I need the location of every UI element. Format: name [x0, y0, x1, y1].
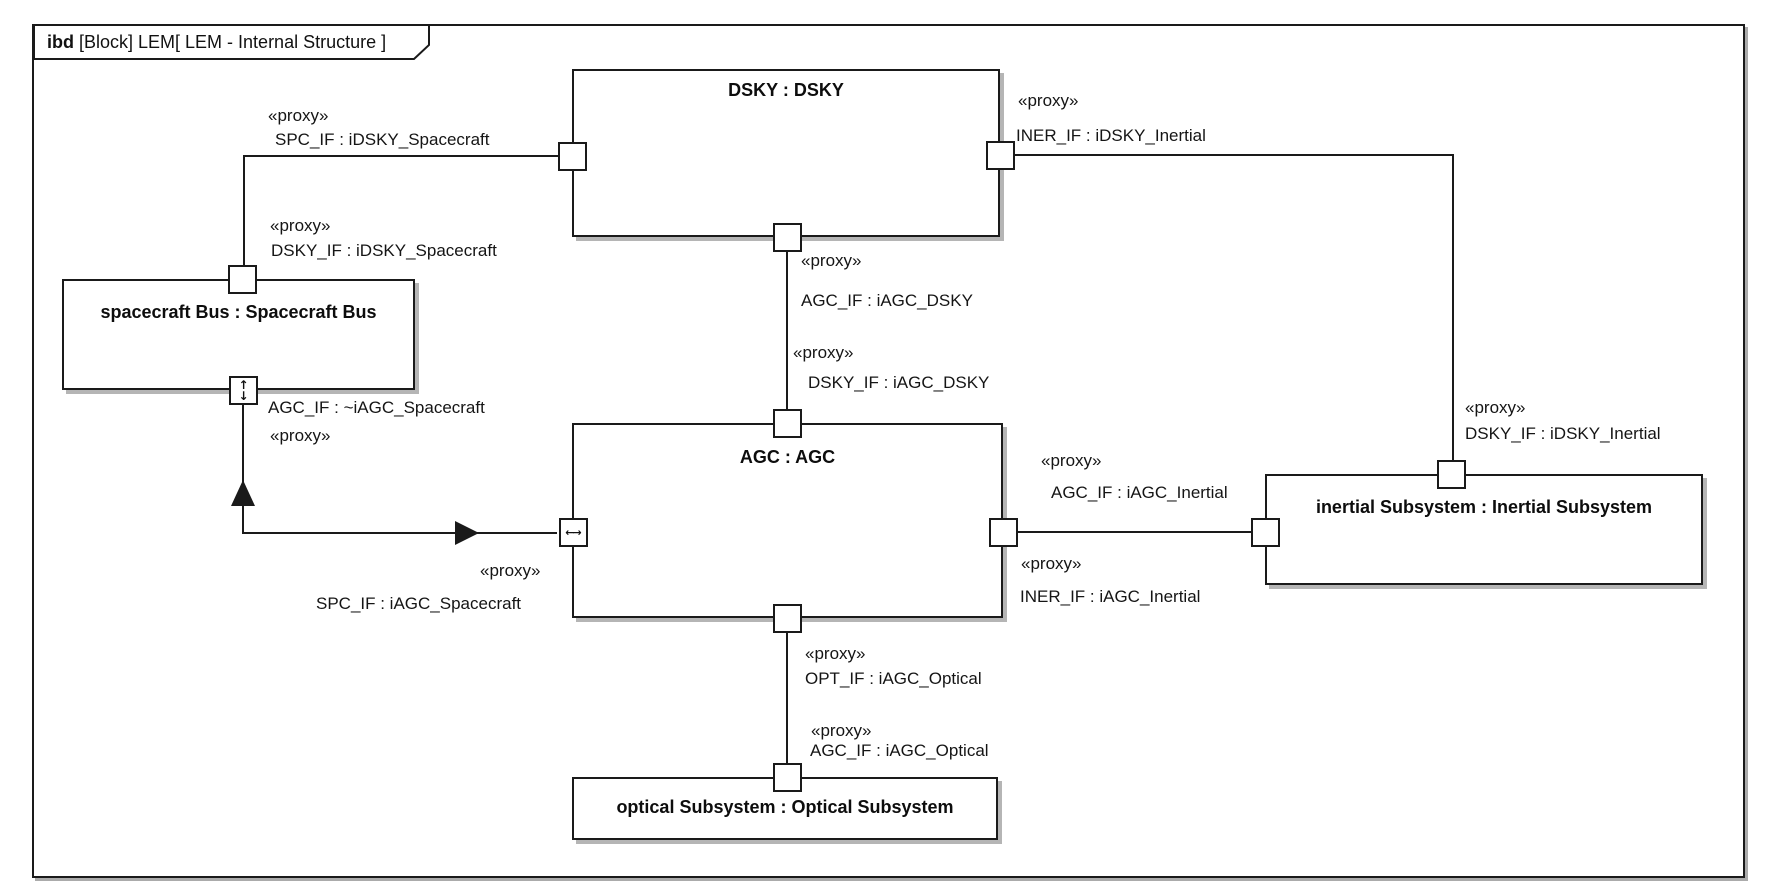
- port-label-stereotype: «proxy»: [793, 343, 854, 362]
- block-optical-subsystem-title: optical Subsystem : Optical Subsystem: [616, 797, 954, 817]
- port-dsky-iner-if[interactable]: [986, 141, 1015, 170]
- diagram-kind-keyword: ibd: [47, 32, 74, 52]
- port-label-stereotype: «proxy»: [270, 216, 331, 235]
- port-label-stereotype: «proxy»: [805, 644, 866, 663]
- bidirectional-horizontal-flow-icon: ←→: [565, 526, 582, 539]
- port-dsky-agc-if[interactable]: [773, 223, 802, 252]
- diagram-title: ibd [Block] LEM[ LEM - Internal Structur…: [47, 32, 386, 53]
- port-label-name: AGC_IF : iAGC_DSKY: [801, 291, 973, 310]
- block-spacecraft-bus-title: spacecraft Bus : Spacecraft Bus: [100, 302, 377, 322]
- port-dsky-spc-if[interactable]: [558, 142, 587, 171]
- port-label-name: DSKY_IF : iDSKY_Inertial: [1465, 424, 1661, 443]
- port-label-name: AGC_IF : iAGC_Inertial: [1051, 483, 1228, 502]
- connector-dsky-inertial[interactable]: [1013, 154, 1454, 461]
- bidirectional-vertical-flow-icon: ↑↓: [238, 377, 249, 403]
- block-optical-subsystem[interactable]: optical Subsystem : Optical Subsystem: [572, 777, 998, 840]
- port-label-name: AGC_IF : ~iAGC_Spacecraft: [268, 398, 485, 417]
- block-dsky-title: DSKY : DSKY: [728, 80, 844, 100]
- port-agc-dsky-if[interactable]: [773, 409, 802, 438]
- port-label-name: INER_IF : iAGC_Inertial: [1020, 587, 1201, 606]
- port-label-name: AGC_IF : iAGC_Optical: [810, 741, 989, 760]
- port-bus-dsky-if[interactable]: [228, 265, 257, 294]
- arrow-up-icon: ↑: [238, 377, 249, 392]
- block-inertial-subsystem-title: inertial Subsystem : Inertial Subsystem: [1315, 497, 1653, 517]
- block-inertial-subsystem[interactable]: inertial Subsystem : Inertial Subsystem: [1265, 474, 1703, 585]
- port-label-name: SPC_IF : iDSKY_Spacecraft: [275, 130, 490, 149]
- frame-title-tab: [33, 24, 430, 60]
- block-agc-title: AGC : AGC: [739, 447, 836, 467]
- port-label-stereotype: «proxy»: [811, 721, 872, 740]
- arrow-down-icon: ↓: [238, 388, 249, 403]
- port-label-name: OPT_IF : iAGC_Optical: [805, 669, 982, 688]
- port-agc-spc-if[interactable]: ←→: [559, 518, 588, 547]
- port-agc-opt-if[interactable]: [773, 604, 802, 633]
- port-agc-iner-if[interactable]: [989, 518, 1018, 547]
- arrow-right-icon: →: [572, 526, 582, 539]
- port-label-stereotype: «proxy»: [1041, 451, 1102, 470]
- port-label-stereotype: «proxy»: [480, 561, 541, 580]
- port-inertial-agc-if[interactable]: [1251, 518, 1280, 547]
- port-label-name: DSKY_IF : iDSKY_Spacecraft: [271, 241, 497, 260]
- port-label-name: DSKY_IF : iAGC_DSKY: [808, 373, 990, 392]
- port-label-name: INER_IF : iDSKY_Inertial: [1016, 126, 1206, 145]
- port-label-name: SPC_IF : iAGC_Spacecraft: [316, 594, 522, 613]
- port-bus-agc-if[interactable]: ↑↓: [229, 376, 258, 405]
- port-label-stereotype: «proxy»: [268, 106, 329, 125]
- port-label-stereotype: «proxy»: [1021, 554, 1082, 573]
- port-label-stereotype: «proxy»: [270, 426, 331, 445]
- connector-spacecraftbus-agc[interactable]: [242, 403, 557, 534]
- diagram-title-text: [Block] LEM[ LEM - Internal Structure ]: [74, 32, 387, 52]
- flow-arrow-right-icon: [455, 521, 479, 545]
- port-label-stereotype: «proxy»: [801, 251, 862, 270]
- flow-arrow-up-icon: [231, 480, 255, 506]
- block-dsky[interactable]: DSKY : DSKY: [572, 69, 1000, 237]
- port-label-stereotype: «proxy»: [1465, 398, 1526, 417]
- connector-dsky-spacecraftbus[interactable]: [243, 155, 558, 266]
- arrow-left-icon: ←: [565, 526, 574, 539]
- port-label-stereotype: «proxy»: [1018, 91, 1079, 110]
- port-optical-agc-if[interactable]: [773, 763, 802, 792]
- port-inertial-dsky-if[interactable]: [1437, 460, 1466, 489]
